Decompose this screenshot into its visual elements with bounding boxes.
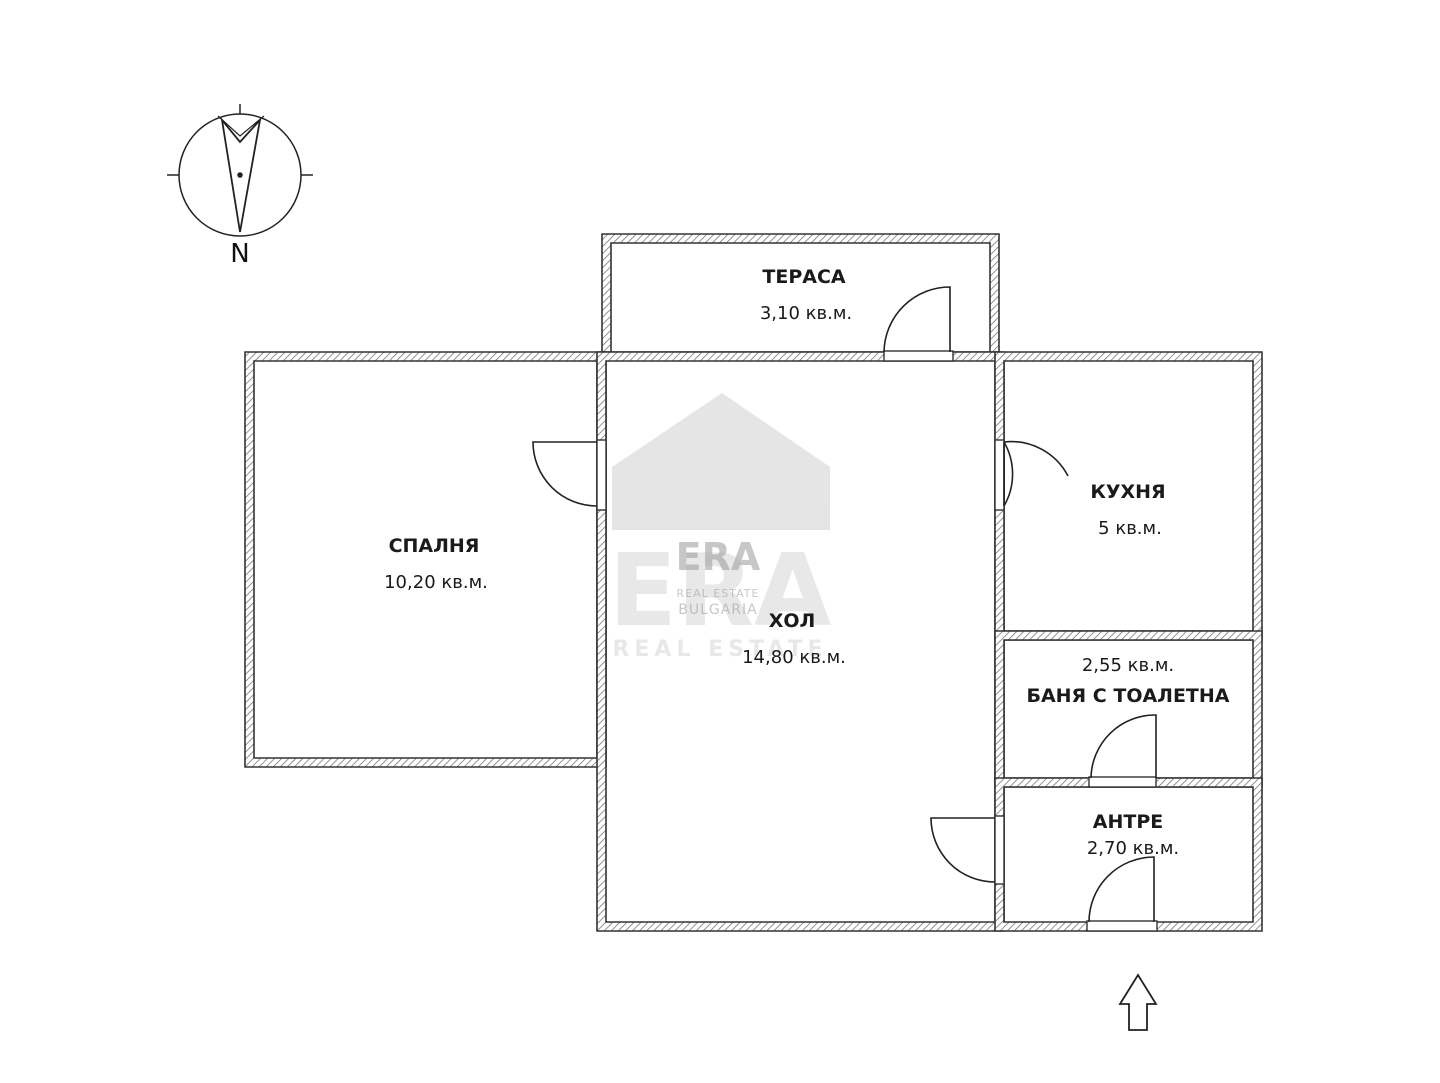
entrance-name: АНТРЕ — [1093, 811, 1163, 833]
watermark-roof-shape — [612, 393, 830, 530]
bathroom-name: БАНЯ С ТОАЛЕТНА — [1026, 685, 1229, 707]
bathroom-area: 2,55 кв.м. — [1082, 655, 1174, 676]
watermark-line2: BULGARIA — [678, 602, 758, 618]
door-openings — [596, 350, 1158, 932]
kitchen-area: 5 кв.м. — [1098, 518, 1162, 539]
terrace-name: ТЕРАСА — [762, 266, 846, 288]
opening-kitchen — [994, 439, 1005, 511]
wall-terrace — [601, 233, 1000, 353]
watermark-brand: ERA — [676, 535, 761, 579]
wall-bedroom — [244, 351, 607, 768]
compass-north-label: N — [230, 239, 249, 269]
opening-front — [1086, 920, 1158, 932]
compass: N — [167, 104, 313, 269]
watermark-big-brand: ERA — [609, 532, 832, 649]
opening-bathroom — [1088, 776, 1157, 788]
watermark-big-sub: REAL ESTATE — [612, 637, 827, 662]
door-swings — [532, 286, 1157, 923]
entrance-area: 2,70 кв.м. — [1087, 838, 1179, 859]
door-bathroom — [1090, 714, 1157, 779]
entrance-arrow-icon — [1118, 973, 1158, 1031]
door-hall-entrance — [930, 817, 996, 883]
bedroom-area: 10,20 кв.м. — [384, 572, 488, 593]
era-watermark: ERA REAL ESTATE — [609, 393, 832, 662]
watermark-line1: REAL ESTATE — [677, 587, 760, 600]
opening-bedroom — [596, 439, 607, 511]
hall-name: ХОЛ — [769, 610, 816, 632]
room-labels: ТЕРАСА 3,10 кв.м. СПАЛНЯ 10,20 кв.м. ХОЛ… — [384, 266, 1230, 859]
door-kitchen-arc — [1003, 440, 1069, 477]
opening-hall-entrance — [994, 815, 1005, 885]
door-bedroom — [532, 441, 598, 507]
door-terrace — [883, 286, 951, 353]
hall-area: 14,80 кв.м. — [742, 647, 846, 668]
era-watermark-small: ERA REAL ESTATE BULGARIA — [676, 535, 761, 618]
opening-terrace — [883, 350, 954, 362]
compass-needle-outer — [217, 115, 265, 137]
bedroom-name: СПАЛНЯ — [389, 535, 480, 557]
compass-center-dot — [237, 172, 243, 178]
door-front — [1088, 856, 1155, 923]
terrace-area: 3,10 кв.м. — [760, 303, 852, 324]
door-kitchen — [1003, 441, 1014, 507]
walls — [244, 233, 1263, 932]
kitchen-name: КУХНЯ — [1090, 481, 1165, 503]
